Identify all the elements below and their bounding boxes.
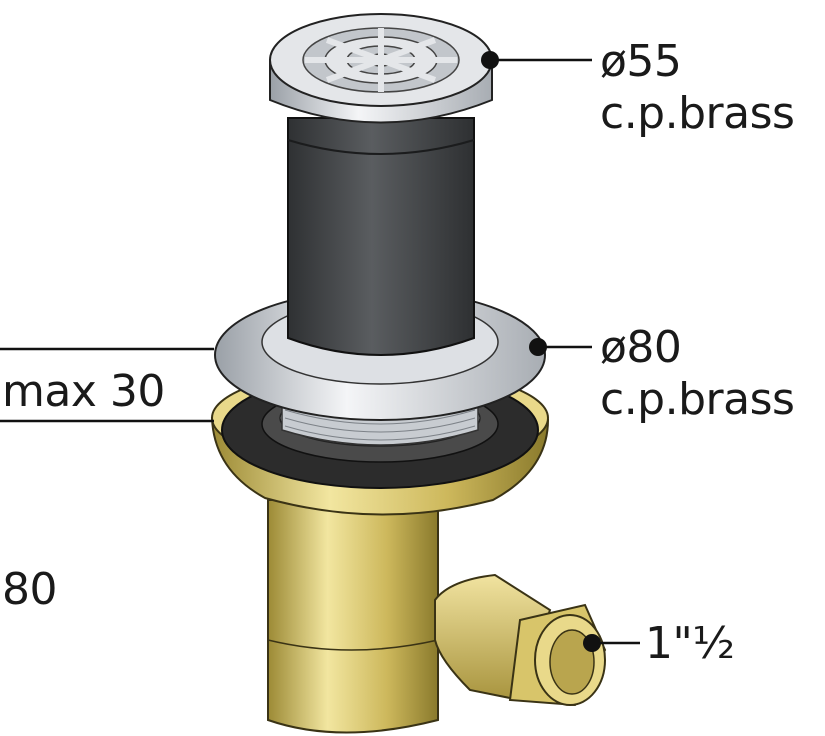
leader-grate xyxy=(481,51,592,69)
flange-diameter-label: ø80 xyxy=(600,322,682,373)
max-thickness-lines xyxy=(0,347,214,423)
grate-diameter-label: ø55 xyxy=(600,36,682,87)
grate-material-label: c.p.brass xyxy=(600,88,795,139)
outlet-pipe xyxy=(434,573,607,707)
left-dimension-label: 80 xyxy=(2,564,58,615)
chrome-grate xyxy=(269,13,493,124)
leader-outlet xyxy=(583,634,640,652)
dark-tube xyxy=(287,117,475,356)
leader-flange xyxy=(529,338,592,356)
outlet-size-label: 1"½ xyxy=(645,618,735,669)
max-thickness-label: max 30 xyxy=(2,366,165,417)
flange-material-label: c.p.brass xyxy=(600,374,795,425)
